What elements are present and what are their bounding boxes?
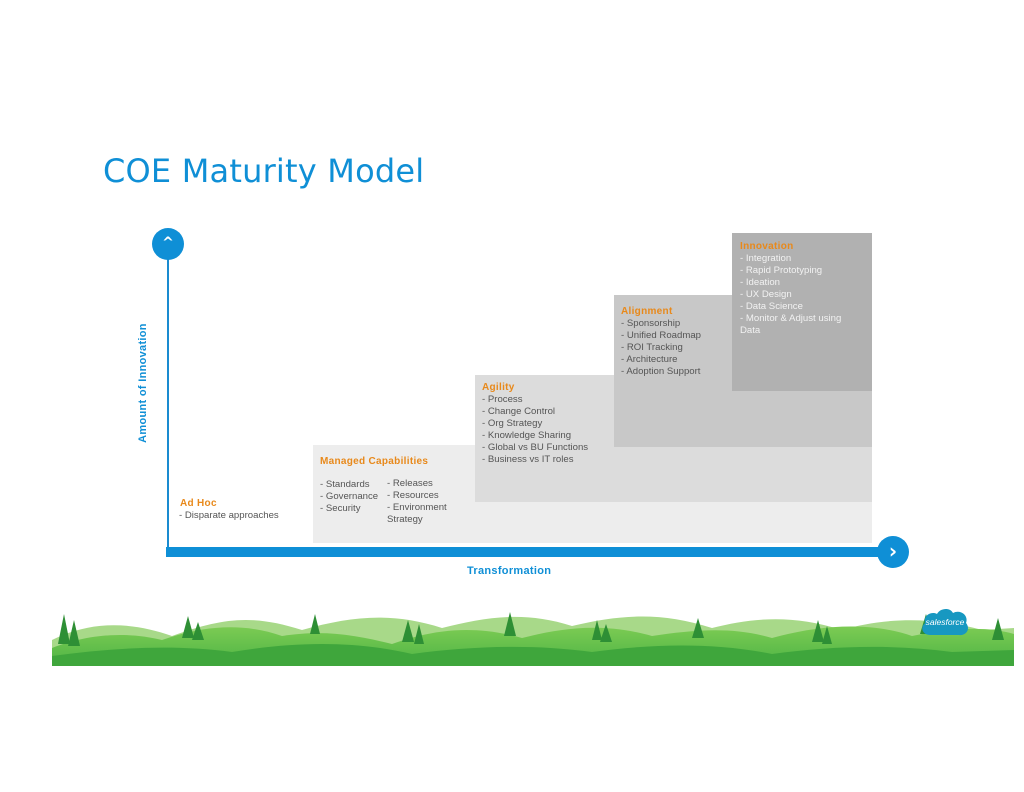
stage-item: Data [740,325,761,336]
stage-item: - UX Design [740,289,792,300]
stage-heading: Managed Capabilities [320,456,429,467]
stage-items: - Sponsorship - Unified Roadmap - ROI Tr… [621,318,701,378]
up-arrow-icon: ^ [152,228,184,260]
stage-items: - Standards - Governance - Security [320,479,378,515]
stage-item: - Governance [320,491,379,502]
stage-items: - Process - Change Control - Org Strateg… [482,394,588,466]
stage-item: - Rapid Prototyping [740,265,823,276]
stage-item: - Sponsorship [621,318,681,329]
stage-item: - Adoption Support [621,366,701,377]
stage-item: Strategy [387,514,423,525]
front-hills [52,644,1014,666]
x-axis-bar [166,547,884,557]
stage-heading: Ad Hoc [180,498,217,509]
stage-items-column-2: - Releases - Resources - Environment Str… [387,478,447,526]
stage-item: - Unified Roadmap [621,330,701,341]
stage-item: - Change Control [482,406,556,417]
stage-items: - Disparate approaches [179,510,279,522]
stage-item: - Business vs IT roles [482,454,574,465]
stage-item: - Architecture [621,354,678,365]
salesforce-logo: salesforce [920,605,970,639]
stage-item: - Monitor & Adjust using [740,313,842,324]
stage-item: - Security [320,503,361,514]
y-axis-line [167,253,169,553]
x-axis-label: Transformation [467,565,552,577]
stage-items: - Integration - Rapid Prototyping - Idea… [740,253,841,337]
y-axis-label: Amount of Innovation [137,323,149,443]
landscape-illustration [52,612,1014,666]
logo-text: salesforce [925,617,965,627]
step-innovation-bg [732,233,872,391]
salesforce-cloud-icon [922,608,969,636]
stage-item: - Releases [387,478,433,489]
stage-item: - Global vs BU Functions [482,442,589,453]
stage-item: - Ideation [740,277,781,288]
stage-item: - Org Strategy [482,418,543,429]
stage-item: - Resources [387,490,439,501]
stage-heading: Innovation [740,241,794,252]
stage-item: - Data Science [740,301,803,312]
stage-item: - Disparate approaches [179,510,279,521]
right-arrow-icon: › [877,536,909,568]
stage-heading: Alignment [621,306,673,317]
stage-item: - Process [482,394,523,405]
stage-item: - ROI Tracking [621,342,683,353]
stage-item: - Integration [740,253,792,264]
stage-item: - Standards [320,479,370,490]
stage-item: - Environment [387,502,447,513]
page-title: COE Maturity Model [103,152,425,190]
stage-heading: Agility [482,382,515,393]
tree-group [58,612,1004,646]
stage-item: - Knowledge Sharing [482,430,572,441]
